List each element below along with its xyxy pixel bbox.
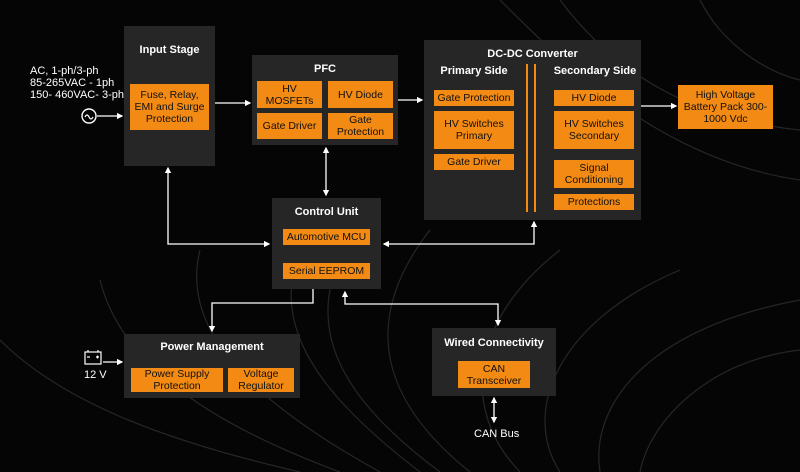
primary-gate-driver-chip: Gate Driver [434, 154, 514, 170]
pfc-gate-protection-chip: Gate Protection [328, 113, 393, 139]
hv-mosfets-chip: HV MOSFETs [257, 81, 322, 108]
pfc-title: PFC [314, 63, 336, 75]
control-to-power-arrow [208, 289, 314, 333]
dc-12v-label: 12 V [84, 369, 107, 381]
fuse-relay-emi-chip: Fuse, Relay, EMI and Surge Protection [130, 84, 209, 130]
wired-connectivity-title: Wired Connectivity [444, 337, 544, 349]
secondary-hv-diode-chip: HV Diode [554, 90, 634, 106]
pfc-gate-driver-chip: Gate Driver [257, 113, 322, 139]
dcdc-control-link [382, 220, 538, 248]
ac-input-line-1: AC, 1-ph/3-ph [30, 65, 99, 77]
dcdc-converter-block: DC-DC Converter Primary Side Secondary S… [424, 40, 641, 220]
control-wired-link [341, 290, 502, 327]
primary-side-title: Primary Side [440, 65, 508, 77]
ac-input-line-2: 85-265VAC - 1ph [30, 77, 115, 89]
power-management-block: Power Management Power Supply Protection… [124, 334, 300, 398]
hv-battery-pack-chip: High Voltage Battery Pack 300-1000 Vdc [678, 85, 773, 129]
hv-switches-secondary-chip: HV Switches Secondary [554, 111, 634, 149]
wired-connectivity-block: Wired Connectivity CAN Transceiver [432, 328, 556, 396]
input-stage-block: Input Stage Fuse, Relay, EMI and Surge P… [124, 26, 215, 166]
pfc-block: PFC HV MOSFETs HV Diode Gate Driver Gate… [252, 55, 398, 145]
control-unit-block: Control Unit Automotive MCU Serial EEPRO… [272, 198, 381, 289]
isolation-barrier-line-1 [526, 64, 528, 212]
signal-conditioning-chip: Signal Conditioning [554, 160, 634, 188]
automotive-mcu-chip: Automotive MCU [283, 229, 370, 245]
battery-12v-icon [84, 350, 102, 365]
can-transceiver-chip: CAN Transceiver [458, 361, 530, 388]
primary-gate-protection-chip: Gate Protection [434, 90, 514, 106]
control-unit-title: Control Unit [294, 206, 359, 218]
secondary-side-title: Secondary Side [553, 65, 637, 77]
ac-source-icon [81, 108, 97, 124]
can-bus-label: CAN Bus [474, 428, 520, 440]
voltage-regulator-chip: Voltage Regulator [228, 368, 294, 392]
pfc-hv-diode-chip: HV Diode [328, 81, 393, 108]
protections-chip: Protections [554, 194, 634, 210]
serial-eeprom-chip: Serial EEPROM [283, 263, 370, 279]
dcdc-title: DC-DC Converter [487, 48, 578, 60]
power-supply-protection-chip: Power Supply Protection [131, 368, 223, 392]
hv-switches-primary-chip: HV Switches Primary [434, 111, 514, 149]
ac-input-line-3: 150- 460VAC- 3-ph [30, 89, 124, 101]
input-control-link [164, 166, 271, 248]
power-management-title: Power Management [160, 341, 264, 353]
isolation-barrier-line-2 [534, 64, 536, 212]
input-stage-title: Input Stage [139, 44, 200, 56]
